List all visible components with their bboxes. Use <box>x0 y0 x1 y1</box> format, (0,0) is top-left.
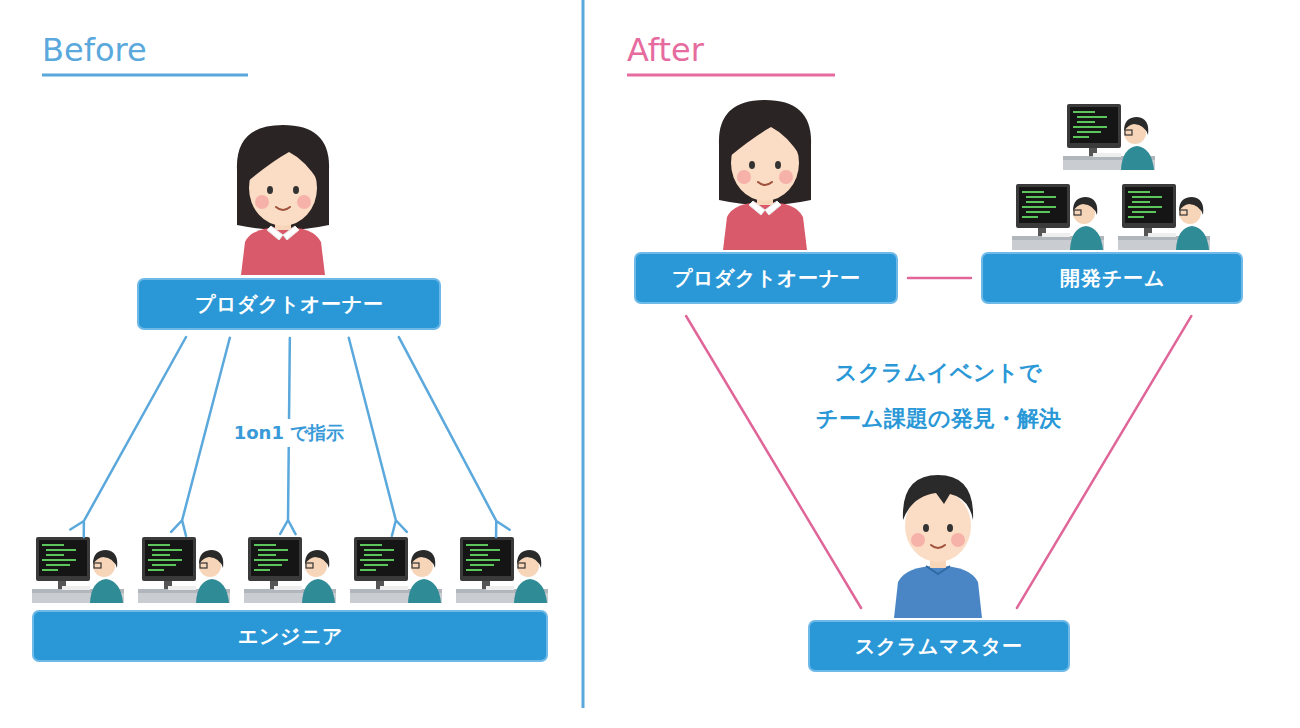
connector <box>70 337 186 537</box>
engineer-figure <box>32 537 124 603</box>
connector <box>349 338 407 536</box>
heading-underline <box>627 74 835 77</box>
role-box: スクラムマスター <box>808 620 1070 672</box>
engineer-figure <box>456 537 548 603</box>
woman-figure <box>719 100 811 250</box>
section-heading: Before <box>42 30 147 70</box>
engineer-figure <box>244 537 336 603</box>
connector <box>1017 316 1191 608</box>
man-figure <box>894 475 982 618</box>
connector <box>686 316 861 608</box>
engineer-figure <box>138 537 230 603</box>
section-heading: After <box>627 30 704 70</box>
role-band: エンジニア <box>32 610 548 662</box>
role-name: エンジニア <box>238 623 343 650</box>
heading-underline <box>42 74 248 77</box>
edge-label: 1on1 で指示 <box>230 419 349 447</box>
engineer-figure <box>350 537 442 603</box>
role-box: プロダクトオーナー <box>634 252 898 304</box>
connector <box>908 277 971 280</box>
role-name: プロダクトオーナー <box>195 291 384 318</box>
engineer-figure <box>1012 184 1104 250</box>
divider-line <box>582 0 585 708</box>
connector <box>399 337 510 537</box>
role-box: プロダクトオーナー <box>137 278 441 330</box>
role-name: プロダクトオーナー <box>672 265 861 292</box>
connector <box>171 338 230 536</box>
role-name: 開発チーム <box>1060 265 1165 292</box>
role-name: スクラムマスター <box>855 633 1023 660</box>
woman-figure <box>237 125 329 275</box>
engineer-figure <box>1118 184 1210 250</box>
engineer-figure <box>1063 104 1155 170</box>
role-group: エンジニア <box>32 528 548 662</box>
center-note: スクラムイベントで チーム課題の発見・解決 <box>793 350 1083 442</box>
role-box: 開発チーム <box>981 252 1243 304</box>
